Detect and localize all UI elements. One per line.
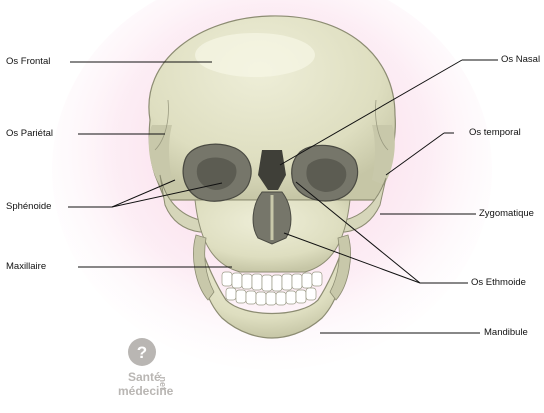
svg-text:?: ? [137,343,147,362]
label-os-frontal: Os Frontal [6,56,50,68]
watermark-sante: Santé [128,370,161,384]
watermark-logo-icon: ? [128,338,156,366]
label-os-temporal: Os temporal [469,127,521,139]
label-mandibule: Mandibule [484,327,528,339]
label-os-nasal: Os Nasal [501,54,540,66]
label-zygomatique: Zygomatique [479,208,534,220]
label-sphenoide: Sphénoide [6,201,51,213]
label-os-parietal: Os Pariétal [6,128,53,140]
watermark-net: .net [158,374,168,390]
label-maxillaire: Maxillaire [6,261,46,273]
cranium-highlight [195,33,315,77]
label-os-ethmoide: Os Ethmoide [471,277,526,289]
